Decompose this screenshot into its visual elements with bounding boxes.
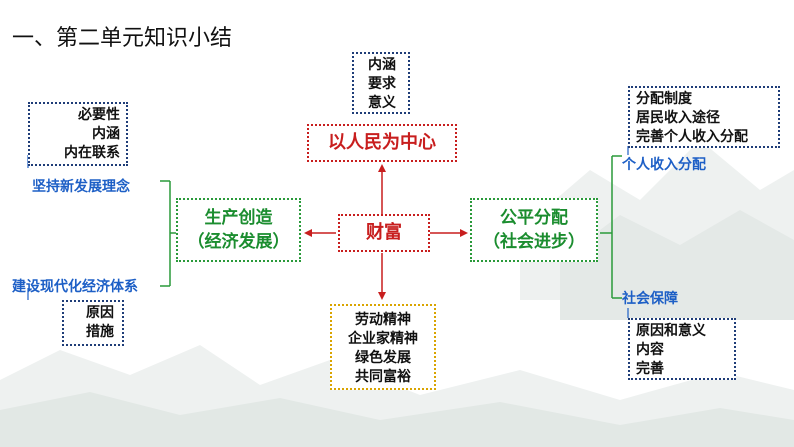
right-bottom-items-box: 原因和意义 内容 完善 [628,318,736,380]
page-title: 一、第二单元知识小结 [12,26,233,51]
left-top-items-box: 必要性 内涵 内在联系 [28,102,128,166]
left-top-item: 内在联系 [64,145,120,161]
right-top-items-box: 分配制度 居民收入途径 完善个人收入分配 [628,86,780,148]
right-bottom-item: 内容 [636,342,664,358]
distribution-line2: （社会进步） [483,232,585,252]
distribution-box: 公平分配 （社会进步） [470,198,598,262]
left-bracket [160,180,176,287]
left-bottom-item: 原因 [86,305,114,321]
left-top-item: 内涵 [92,126,120,142]
new-development-label: 坚持新发展理念 [32,179,130,195]
right-top-item: 完善个人收入分配 [636,129,748,145]
left-bottom-items-box: 原因 措施 [62,300,124,346]
spirit-item: 企业家精神 [348,331,418,347]
top-items-box: 内涵 要求 意义 [352,52,410,114]
right-bottom-item: 原因和意义 [636,323,706,339]
right-bracket [600,155,622,299]
top-item: 要求 [368,76,396,92]
top-item: 内涵 [368,57,396,73]
spirit-item: 劳动精神 [355,312,411,328]
modern-economy-label: 建设现代化经济体系 [12,279,138,295]
people-centered-box: 以人民为中心 [307,124,457,162]
spirit-box: 劳动精神 企业家精神 绿色发展 共同富裕 [330,304,436,390]
distribution-line1: 公平分配 [500,208,568,228]
left-top-item: 必要性 [78,107,120,123]
right-top-item: 居民收入途径 [636,110,720,126]
spirit-item: 绿色发展 [355,350,411,366]
wealth-center-box: 财富 [338,214,430,252]
right-top-item: 分配制度 [636,91,692,107]
top-item: 意义 [368,95,396,111]
production-line1: 生产创造 [204,208,273,228]
spirit-item: 共同富裕 [355,369,411,385]
income-distribution-label: 个人收入分配 [622,157,706,173]
social-security-label: 社会保障 [622,291,678,307]
left-bottom-item: 措施 [86,324,114,340]
production-box: 生产创造 （经济发展） [176,198,301,262]
production-line2: （经济发展） [187,232,290,252]
right-bottom-item: 完善 [636,361,664,377]
